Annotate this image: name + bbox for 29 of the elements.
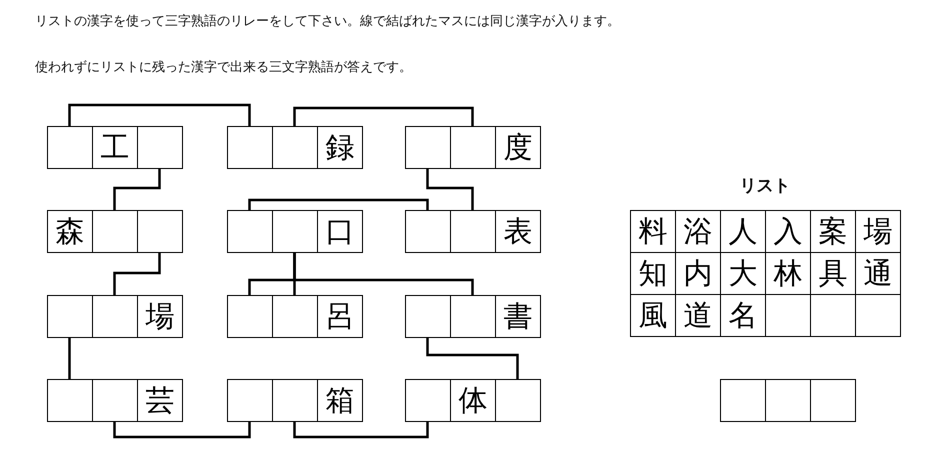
connector-line: [426, 168, 474, 210]
connector-line: [68, 337, 71, 379]
connector-line: [426, 337, 519, 379]
kanji-square: 録: [317, 126, 363, 169]
kanji-square: 呂: [317, 295, 363, 338]
kanji-square: 工: [92, 126, 138, 169]
connector-line: [113, 421, 251, 438]
instruction-text: 使われずにリストに残った漢字で出来る三文字熟語が答えです。: [35, 59, 412, 76]
kanji-square: 書: [495, 295, 541, 338]
connector-line: [293, 421, 429, 438]
kanji-square: 体: [450, 379, 496, 422]
kanji-square: 場: [137, 295, 183, 338]
connector-line: [113, 168, 161, 210]
kanji-square: 表: [495, 210, 541, 253]
kanji-square: 料: [630, 210, 676, 253]
kanji-square: 箱: [317, 379, 363, 422]
connector-line: [113, 252, 161, 295]
instruction-text: リストの漢字を使って三字熟語のリレーをして下さい。線で結ばれたマスには同じ漢字が入ります。: [35, 13, 620, 30]
connector-line: [248, 198, 429, 210]
kanji-square: 口: [317, 210, 363, 253]
list-title: リスト: [738, 175, 792, 197]
connector-line: [293, 252, 474, 295]
connector-line: [293, 106, 474, 126]
kanji-square: 度: [495, 126, 541, 169]
kanji-square: 芸: [137, 379, 183, 422]
kanji-square: 場: [855, 210, 901, 253]
kanji-square: 森: [47, 210, 93, 253]
connector-line: [68, 104, 251, 126]
kanji-square: 風: [630, 294, 676, 337]
